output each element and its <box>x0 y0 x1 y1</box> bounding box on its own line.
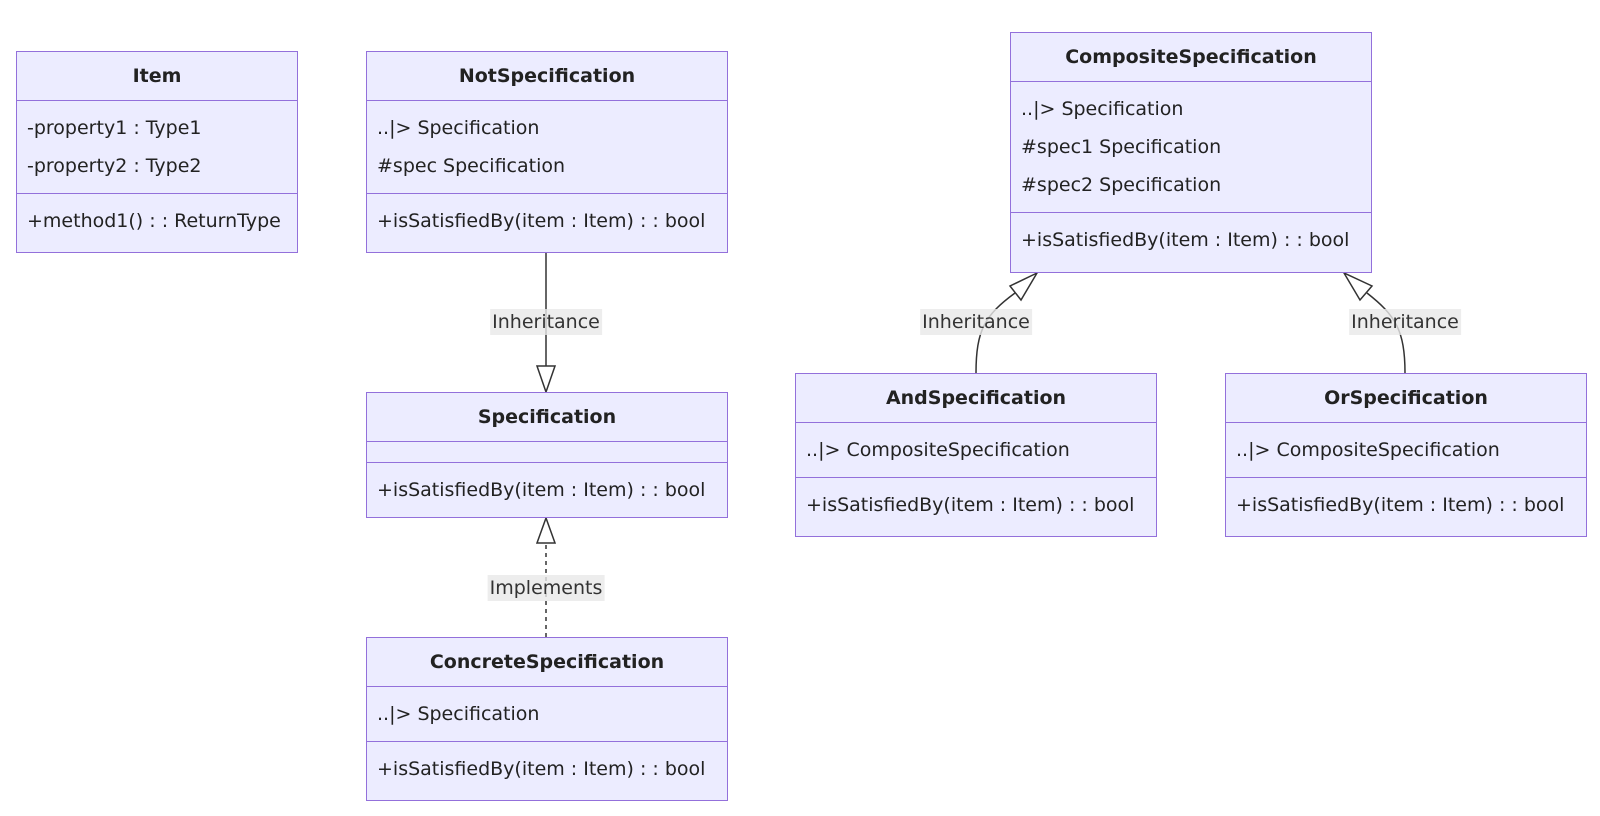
attribute: -property2 : Type2 <box>27 155 202 177</box>
class-or-specification-attributes: ..|> CompositeSpecification <box>1226 423 1586 478</box>
method: +method1() : : ReturnType <box>27 210 281 232</box>
attribute: ..|> CompositeSpecification <box>1236 439 1500 461</box>
class-composite-specification[interactable]: CompositeSpecification ..|> Specificatio… <box>1010 32 1372 273</box>
class-or-specification[interactable]: OrSpecification ..|> CompositeSpecificat… <box>1225 373 1587 537</box>
method: +isSatisfiedBy(item : Item) : : bool <box>1021 229 1350 251</box>
class-item-name: Item <box>17 52 297 101</box>
class-composite-specification-name: CompositeSpecification <box>1011 33 1371 82</box>
edge-concrete-to-spec-arrowhead <box>535 515 557 544</box>
class-concrete-specification-attributes: ..|> Specification <box>367 687 727 742</box>
method: +isSatisfiedBy(item : Item) : : bool <box>806 494 1135 516</box>
attribute: -property1 : Type1 <box>27 117 202 139</box>
class-concrete-specification[interactable]: ConcreteSpecification ..|> Specification… <box>366 637 728 801</box>
class-and-specification-name: AndSpecification <box>796 374 1156 423</box>
attribute: ..|> Specification <box>1021 98 1184 120</box>
method: +isSatisfiedBy(item : Item) : : bool <box>377 479 706 501</box>
class-item[interactable]: Item -property1 : Type1 -property2 : Typ… <box>16 51 298 253</box>
class-specification-name: Specification <box>367 393 727 442</box>
attribute: #spec Specification <box>377 155 566 177</box>
method: +isSatisfiedBy(item : Item) : : bool <box>377 758 706 780</box>
edge-or-to-composite-arrowhead <box>1342 271 1374 302</box>
class-specification[interactable]: Specification +isSatisfiedBy(item : Item… <box>366 392 728 518</box>
class-concrete-specification-methods: +isSatisfiedBy(item : Item) : : bool <box>367 742 727 796</box>
class-item-methods: +method1() : : ReturnType <box>17 194 297 248</box>
class-not-specification[interactable]: NotSpecification ..|> Specification #spe… <box>366 51 728 253</box>
class-concrete-specification-name: ConcreteSpecification <box>367 638 727 687</box>
method: +isSatisfiedBy(item : Item) : : bool <box>377 210 706 232</box>
class-composite-specification-attributes: ..|> Specification #spec1 Specification … <box>1011 82 1371 213</box>
class-specification-attributes <box>367 442 727 463</box>
class-not-specification-methods: +isSatisfiedBy(item : Item) : : bool <box>367 194 727 248</box>
class-specification-methods: +isSatisfiedBy(item : Item) : : bool <box>367 463 727 517</box>
class-and-specification-attributes: ..|> CompositeSpecification <box>796 423 1156 478</box>
attribute: ..|> Specification <box>377 703 540 725</box>
edge-label-not-to-spec: Inheritance <box>490 309 602 335</box>
class-or-specification-methods: +isSatisfiedBy(item : Item) : : bool <box>1226 478 1586 532</box>
attribute: ..|> Specification <box>377 117 540 139</box>
method: +isSatisfiedBy(item : Item) : : bool <box>1236 494 1565 516</box>
edge-not-to-spec-arrowhead <box>535 365 557 395</box>
edge-and-to-composite-arrowhead <box>1008 271 1039 302</box>
edge-label-concrete-to-spec: Implements <box>487 575 605 601</box>
attribute: #spec1 Specification <box>1021 136 1222 158</box>
class-or-specification-name: OrSpecification <box>1226 374 1586 423</box>
edge-label-or-to-composite: Inheritance <box>1349 309 1461 335</box>
class-not-specification-name: NotSpecification <box>367 52 727 101</box>
class-and-specification[interactable]: AndSpecification ..|> CompositeSpecifica… <box>795 373 1157 537</box>
class-item-attributes: -property1 : Type1 -property2 : Type2 <box>17 101 297 194</box>
class-not-specification-attributes: ..|> Specification #spec Specification <box>367 101 727 194</box>
class-and-specification-methods: +isSatisfiedBy(item : Item) : : bool <box>796 478 1156 532</box>
edge-label-and-to-composite: Inheritance <box>920 309 1032 335</box>
attribute: #spec2 Specification <box>1021 174 1222 196</box>
class-composite-specification-methods: +isSatisfiedBy(item : Item) : : bool <box>1011 213 1371 267</box>
attribute: ..|> CompositeSpecification <box>806 439 1070 461</box>
